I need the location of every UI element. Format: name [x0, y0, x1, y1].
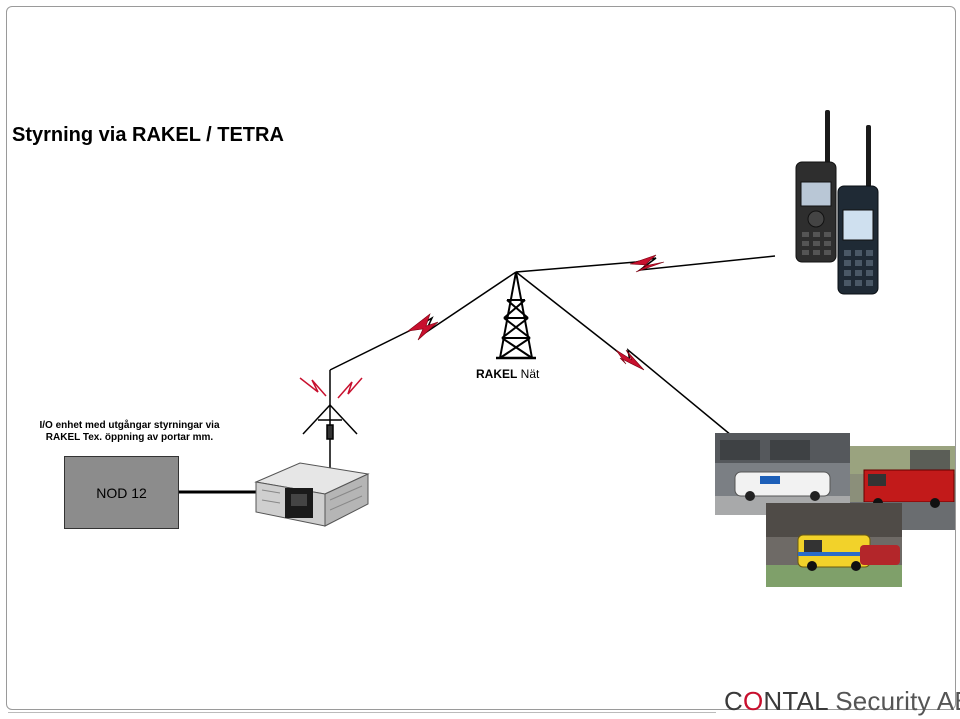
footer-divider: [8, 712, 716, 713]
link-antenna-to-tower: [329, 271, 517, 371]
io-unit-device: [254, 462, 370, 527]
slide-title: Styrning via RAKEL / TETRA: [12, 124, 284, 146]
rakel-tower-icon: [496, 271, 536, 360]
io-unit-description-line-1: I/O enhet med utgångar styrningar via: [39, 420, 220, 431]
tetra-handheld-radios-image: [795, 110, 879, 295]
emergency-vehicles-photos: [715, 433, 955, 587]
logo-security-ab: Security AB: [827, 686, 960, 716]
logo-letter-o: O: [742, 686, 764, 716]
link-tower-to-vehicles: [515, 271, 738, 441]
radio-links: [329, 255, 776, 441]
io-unit-description-line-2: RAKEL Tex. öppning av portar mm.: [45, 432, 214, 443]
lightning-bolts: [299, 254, 665, 399]
fire-truck-photo: [850, 446, 955, 530]
link-tower-to-radios: [515, 255, 776, 273]
lightning-bolt-radio-link: [629, 254, 665, 273]
io-unit-description: I/O enhet med utgångar styrningar via RA…: [22, 420, 237, 444]
lightning-bolt-antenna-link: [406, 313, 439, 341]
antenna-signal-left: [299, 377, 327, 397]
police-car-photo: [715, 433, 850, 515]
rakel-net-label-rest: Nät: [517, 367, 540, 381]
contal-security-logo: CONTAL Security AB: [724, 686, 960, 717]
rakel-net-label-bold: RAKEL: [476, 367, 518, 381]
lightning-bolt-vehicle-link: [615, 349, 645, 371]
rakel-net-label: RAKEL Nät: [476, 367, 539, 381]
antenna-signal-right: [337, 377, 363, 399]
antenna-icon: [302, 370, 358, 468]
ambulance-photo: [766, 503, 902, 587]
logo-letters-ntal: NTAL: [763, 686, 828, 716]
slide-frame: [6, 6, 956, 710]
nod12-box: NOD 12: [64, 456, 179, 529]
nod12-label: NOD 12: [96, 484, 147, 501]
logo-letter-c: C: [724, 686, 743, 716]
